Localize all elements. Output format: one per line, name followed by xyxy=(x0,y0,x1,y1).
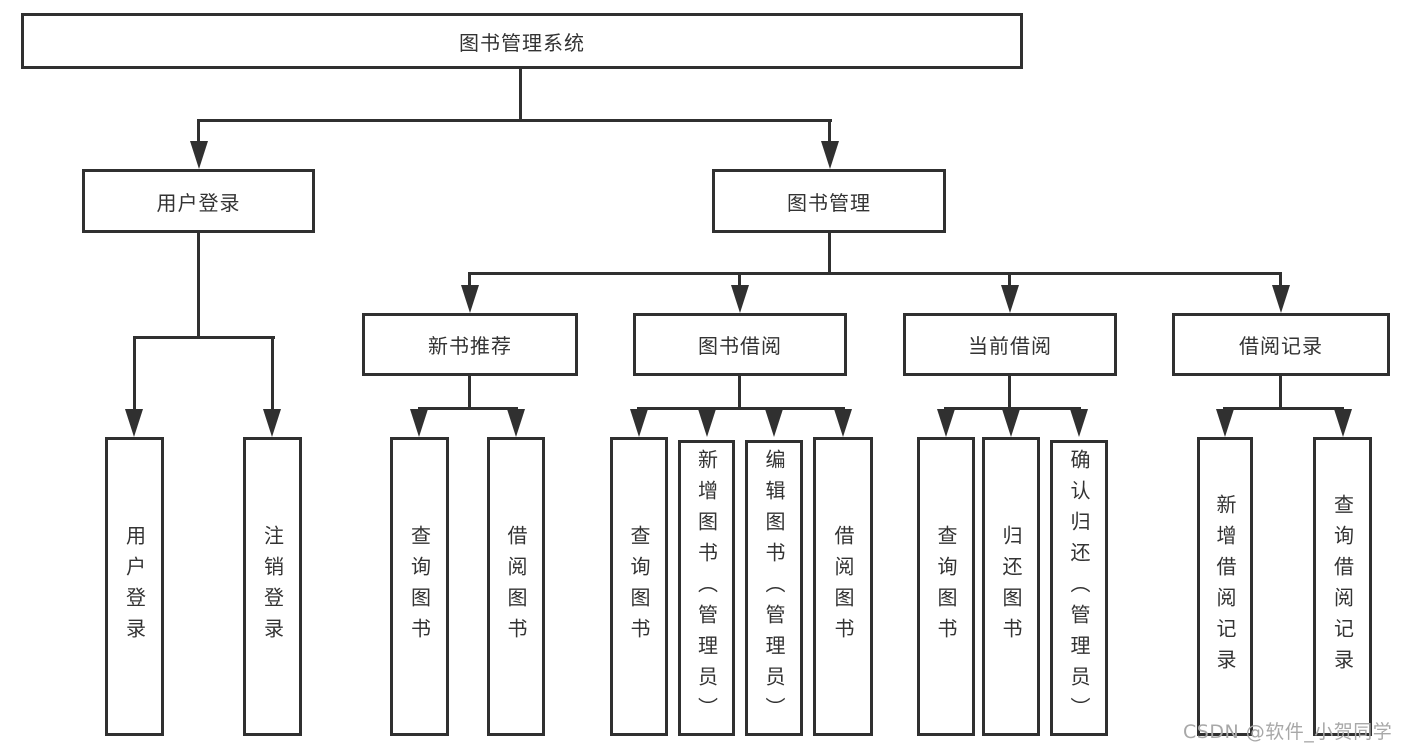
arrowhead-down-icon xyxy=(1001,285,1019,313)
node-new-book-rec: 新书推荐 xyxy=(362,313,578,376)
leaf-logout-label: 注销登录 xyxy=(260,524,285,649)
connector xyxy=(637,407,845,410)
arrowhead-down-icon xyxy=(821,141,839,169)
connector xyxy=(828,233,831,275)
arrowhead-down-icon xyxy=(410,409,428,437)
node-user-login-label: 用户登录 xyxy=(156,190,241,215)
leaf-bb-add-books-admin: 新增图书（管理员） xyxy=(678,440,735,736)
arrowhead-down-icon xyxy=(630,409,648,437)
leaf-bb-borrow-books-label: 借阅图书 xyxy=(831,524,855,649)
leaf-user-login-label: 用户登录 xyxy=(122,524,147,649)
connector xyxy=(1008,272,1011,287)
node-borrow-record-label: 借阅记录 xyxy=(1239,334,1323,358)
connector xyxy=(133,336,275,339)
connector xyxy=(1223,407,1344,410)
connector xyxy=(1008,376,1011,409)
arrowhead-down-icon xyxy=(765,409,783,437)
arrowhead-down-icon xyxy=(507,409,525,437)
connector xyxy=(197,119,200,143)
leaf-bb-borrow-books: 借阅图书 xyxy=(813,437,873,736)
arrowhead-down-icon xyxy=(731,285,749,313)
node-borrow-record: 借阅记录 xyxy=(1172,313,1390,376)
connector xyxy=(133,336,136,411)
arrowhead-down-icon xyxy=(1216,409,1234,437)
node-book-borrow: 图书借阅 xyxy=(633,313,847,376)
arrowhead-down-icon xyxy=(1070,409,1088,437)
connector xyxy=(418,407,518,410)
leaf-cb-return-books-label: 归还图书 xyxy=(999,524,1023,649)
leaf-cb-query-books-label: 查询图书 xyxy=(934,524,958,649)
leaf-cb-confirm-return-admin: 确认归还（管理员） xyxy=(1050,440,1108,736)
connector xyxy=(468,376,471,409)
node-book-mgmt-label: 图书管理 xyxy=(787,190,871,215)
connector xyxy=(828,119,831,143)
connector xyxy=(197,119,832,122)
leaf-bb-query-books: 查询图书 xyxy=(610,437,668,736)
connector xyxy=(944,407,1081,410)
connector xyxy=(1279,376,1282,409)
node-book-mgmt: 图书管理 xyxy=(712,169,946,233)
csdn-watermark: CSDN @软件_小贺同学 xyxy=(1183,721,1393,743)
arrowhead-down-icon xyxy=(834,409,852,437)
arrowhead-down-icon xyxy=(698,409,716,437)
arrowhead-down-icon xyxy=(1002,409,1020,437)
arrowhead-down-icon xyxy=(263,409,281,437)
arrowhead-down-icon xyxy=(1334,409,1352,437)
arrowhead-down-icon xyxy=(1272,285,1290,313)
connector xyxy=(271,336,274,411)
node-current-borrow: 当前借阅 xyxy=(903,313,1117,376)
connector xyxy=(197,233,200,339)
leaf-bb-add-books-admin-label: 新增图书（管理员） xyxy=(694,448,719,728)
leaf-bb-query-books-label: 查询图书 xyxy=(627,524,651,649)
leaf-bb-edit-books-admin-label: 编辑图书（管理员） xyxy=(762,448,786,728)
node-root: 图书管理系统 xyxy=(21,13,1023,69)
leaf-cb-query-books: 查询图书 xyxy=(917,437,975,736)
leaf-bb-edit-books-admin: 编辑图书（管理员） xyxy=(745,440,803,736)
leaf-br-query-record-label: 查询借阅记录 xyxy=(1330,493,1355,680)
connector xyxy=(738,272,741,287)
leaf-nbr-borrow-books: 借阅图书 xyxy=(487,437,545,736)
connector xyxy=(468,272,1282,275)
arrowhead-down-icon xyxy=(190,141,208,169)
arrowhead-down-icon xyxy=(125,409,143,437)
leaf-cb-confirm-return-admin-label: 确认归还（管理员） xyxy=(1067,448,1091,728)
leaf-user-login: 用户登录 xyxy=(105,437,164,736)
connector xyxy=(519,69,522,122)
leaf-cb-return-books: 归还图书 xyxy=(982,437,1040,736)
leaf-br-add-record-label: 新增借阅记录 xyxy=(1213,493,1237,680)
node-user-login: 用户登录 xyxy=(82,169,315,233)
node-book-borrow-label: 图书借阅 xyxy=(698,334,782,358)
leaf-br-query-record: 查询借阅记录 xyxy=(1313,437,1372,736)
node-current-borrow-label: 当前借阅 xyxy=(968,334,1052,358)
leaf-br-add-record: 新增借阅记录 xyxy=(1197,437,1253,736)
leaf-nbr-borrow-books-label: 借阅图书 xyxy=(504,524,528,649)
arrowhead-down-icon xyxy=(937,409,955,437)
leaf-nbr-query-books-label: 查询图书 xyxy=(407,524,432,649)
connector xyxy=(738,376,741,409)
connector xyxy=(1279,272,1282,287)
node-root-label: 图书管理系统 xyxy=(459,30,585,55)
leaf-logout: 注销登录 xyxy=(243,437,302,736)
connector xyxy=(468,272,471,287)
node-new-book-rec-label: 新书推荐 xyxy=(428,334,512,358)
arrowhead-down-icon xyxy=(461,285,479,313)
leaf-nbr-query-books: 查询图书 xyxy=(390,437,449,736)
